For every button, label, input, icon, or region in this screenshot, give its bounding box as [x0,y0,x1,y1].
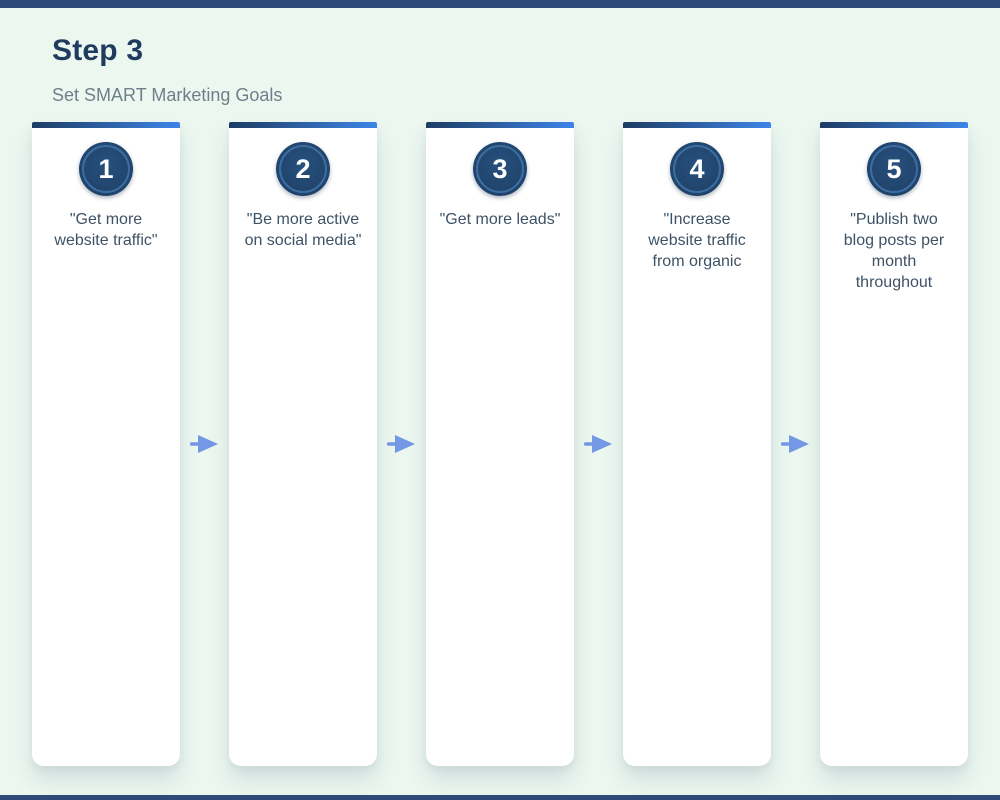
step-number: 5 [886,153,902,184]
step-goal-text: "Be more active on social media" [244,211,362,250]
step-number-badge: 2 [276,142,330,196]
step-goal-text: "Get more leads" [439,211,561,228]
step-number-badge: 5 [867,142,921,196]
right-arrow-icon [386,435,415,453]
flow-arrow [772,433,819,455]
step-card-2: 2 "Be more active on social media" [229,122,377,766]
card-accent-bar [623,122,771,128]
step-number: 4 [689,153,705,184]
card-accent-bar [820,122,968,128]
bottom-accent-bar [0,795,1000,800]
step-number: 3 [492,153,508,184]
flow-arrow [378,433,425,455]
step-card-3: 3 "Get more leads" [426,122,574,766]
page-title: Step 3 [52,34,144,67]
step-number: 2 [295,153,311,184]
step-card-1: 1 "Get more website traffic" [32,122,180,766]
step-goal-text: "Get more website traffic" [54,211,158,250]
page-subtitle: Set SMART Marketing Goals [52,85,283,105]
flow-arrow [181,433,228,455]
flow-arrow [575,433,622,455]
step-number-badge: 3 [473,142,527,196]
card-accent-bar [229,122,377,128]
card-accent-bar [32,122,180,128]
step-card-5: 5 "Publish two blog posts per month thro… [820,122,968,766]
top-accent-bar [0,0,1000,8]
right-arrow-icon [780,435,809,453]
step-goal-text: "Increase website traffic from organic [648,211,746,271]
step-card-4: 4 "Increase website traffic from organic [623,122,771,766]
right-arrow-icon [583,435,612,453]
right-arrow-icon [189,435,218,453]
card-accent-bar [426,122,574,128]
step-number-badge: 1 [79,142,133,196]
step-number: 1 [98,153,114,184]
step-goal-text: "Publish two blog posts per month throug… [843,211,945,292]
page-header: Step 3 Set SMART Marketing Goals [52,34,282,106]
step-number-badge: 4 [670,142,724,196]
steps-flow-diagram: 1 "Get more website traffic" 2 "Be more … [32,122,968,766]
